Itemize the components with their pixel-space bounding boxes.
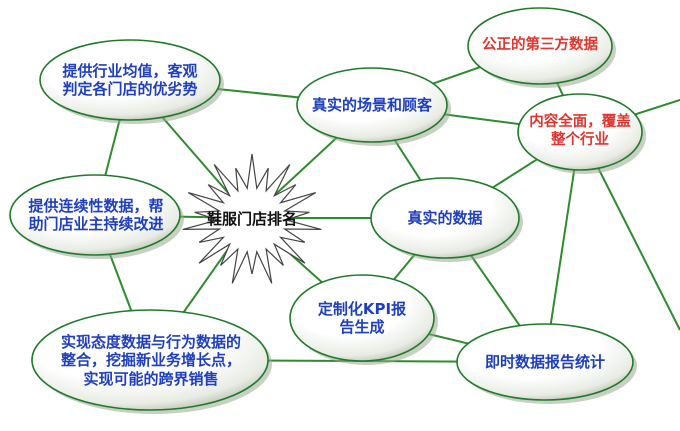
node-real-scene[interactable] (296, 67, 451, 146)
node-continuous-data[interactable] (9, 174, 184, 259)
node-instant-report[interactable] (456, 323, 637, 404)
center-starburst[interactable] (182, 153, 322, 284)
node-full-coverage[interactable] (517, 93, 646, 174)
node-custom-kpi[interactable] (289, 274, 438, 365)
node-industry-avg[interactable] (39, 39, 224, 124)
node-real-data[interactable] (370, 177, 523, 262)
node-fair-third-party[interactable] (467, 7, 616, 88)
node-integration[interactable] (31, 309, 272, 414)
